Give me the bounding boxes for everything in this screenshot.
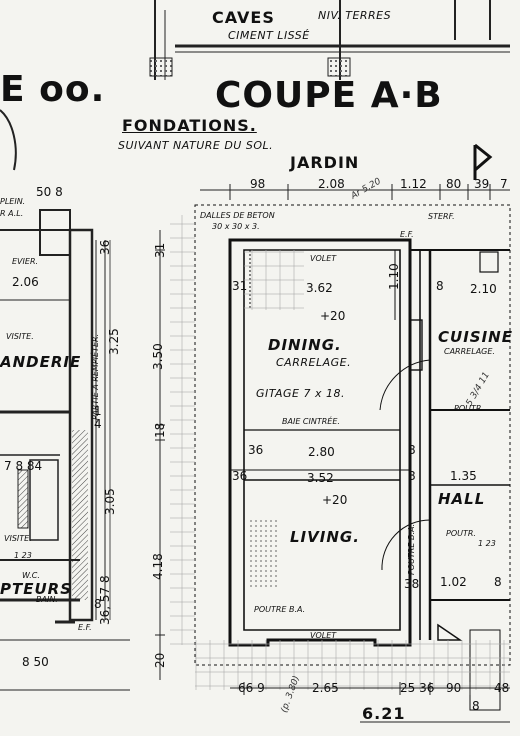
dim-31-b: 31: [232, 279, 248, 293]
dim-8-e: 8: [472, 699, 480, 713]
dim-8-d: 8: [494, 575, 502, 589]
hall-label: HALL: [438, 490, 486, 508]
plein-label: PLEIN.: [0, 197, 26, 206]
jardin-label: JARDIN: [290, 153, 360, 172]
dim-1-12: 1.12: [400, 177, 427, 191]
dim-1-10: 1.10: [387, 263, 401, 290]
dining-floor-label: CARRELAGE.: [276, 356, 352, 369]
dim-50-8: 50 8: [36, 185, 63, 199]
dim-18: 18: [153, 422, 167, 438]
suivant-label: SUIVANT NATURE DU SOL.: [118, 139, 274, 152]
cuisine-label: CUISINE: [438, 328, 513, 346]
dim-66-9: 66 9: [238, 681, 265, 695]
dalles-label: DALLES DE BETON: [200, 211, 275, 220]
volet-top-label: VOLET: [310, 254, 337, 263]
dim-3-05: 3.05: [103, 488, 117, 515]
vertical-dimension-lines: [104, 230, 165, 680]
dim-8-b: 8: [408, 443, 416, 457]
dim-36-c: 36: [232, 469, 248, 483]
north-arrow: [473, 143, 493, 180]
dim-1-02: 1.02: [440, 575, 467, 589]
caves-section: [149, 0, 510, 80]
dim-6-21: 6.21: [362, 704, 406, 723]
dim-plus-20: +20: [320, 309, 346, 323]
ciment-lisse-label: CIMENT LISSÉ: [228, 29, 310, 42]
baie-label: BAIE CINTRÉE.: [282, 417, 340, 426]
dim-2-80: 2.80: [308, 445, 335, 459]
floor-tiles: [170, 215, 510, 690]
dim-3-52: 3.52: [307, 471, 334, 485]
sterf-label: STERF.: [428, 212, 455, 221]
dim-4-18: 4.18: [151, 553, 165, 580]
gitage-label: GITAGE 7 x 18.: [256, 387, 345, 400]
wc-label: W.C.: [22, 571, 40, 580]
dim-98: 98: [250, 177, 266, 191]
dim-8-50: 8 50: [22, 655, 49, 669]
dim-3-50: 3.50: [151, 343, 165, 370]
pteurs-label: PTEURS: [0, 580, 73, 598]
title-left-fragment: E oo.: [0, 69, 106, 110]
dim-3-62: 3.62: [306, 281, 333, 295]
niv-terres-label: NIV. TERRES: [318, 9, 392, 22]
dim-48: 48: [494, 681, 510, 695]
dalles-size-label: 30 x 30 x 3.: [212, 222, 260, 231]
visite-label: VISITE.: [6, 332, 34, 341]
poutr-label-1: POUTR.: [454, 404, 484, 413]
dim-2-65: 2.65: [312, 681, 339, 695]
dim-90: 90: [446, 681, 462, 695]
dim-4: 4: [94, 417, 102, 431]
dim-8-c: 8: [408, 469, 416, 483]
bain-label: BAIN.: [36, 595, 58, 604]
left-building: [0, 109, 130, 691]
page-title: COUPE A·B: [215, 75, 443, 116]
cuisine-floor-label: CARRELAGE.: [444, 347, 495, 356]
evier-label: EVIER.: [12, 257, 39, 266]
dim-80: 80: [446, 177, 462, 191]
poutre-ba-label: POUTRE B.A.: [254, 605, 306, 614]
dim-1-23-b: 1 23: [478, 539, 496, 548]
dim-39: 39: [474, 177, 490, 191]
dim-31-a: 31: [153, 242, 167, 258]
dim-7: 7: [500, 177, 508, 191]
dim-plus-20-b: +20: [322, 493, 348, 507]
dim-1-23-a: 1 23: [14, 551, 32, 560]
visite-label-2: VISITE.: [4, 534, 32, 543]
dim-25-36: 25 36: [400, 681, 435, 695]
dim-8-a: 8: [436, 279, 444, 293]
top-dimension-line: [200, 184, 510, 200]
dim-2-06: 2.06: [12, 275, 39, 289]
dim-8-f: 8: [94, 597, 102, 611]
dim-1: 1: [94, 404, 102, 418]
dim-38: 38: [404, 577, 420, 591]
ef-label-2: E.F.: [78, 623, 92, 632]
volet-bottom-label: VOLET: [310, 631, 337, 640]
caves-label: CAVES: [212, 8, 275, 27]
dim-36-a: 36: [98, 239, 112, 255]
dim-3-25: 3.25: [107, 328, 121, 355]
ef-label: E.F.: [400, 230, 414, 239]
dim-2-10: 2.10: [470, 282, 497, 296]
poutr-label-2: POUTR.: [446, 529, 476, 538]
living-label: LIVING.: [290, 528, 360, 546]
dim-36-b: 36: [248, 443, 264, 457]
poutre-ba-vertical: POUTRE B.A.: [407, 523, 416, 575]
dim-1-35: 1.35: [450, 469, 477, 483]
fondations-label: FONDATIONS.: [122, 116, 257, 135]
ral-label: R A.L.: [0, 209, 24, 218]
bottom-dimension-line: [230, 682, 510, 723]
dim-7-8-84: 7 8 84: [4, 459, 43, 473]
dim-2-08: 2.08: [318, 177, 345, 191]
dining-label: DINING.: [268, 336, 342, 354]
dim-20-vertical: 20: [153, 652, 167, 668]
anderie-label: ANDERIE: [0, 353, 82, 371]
